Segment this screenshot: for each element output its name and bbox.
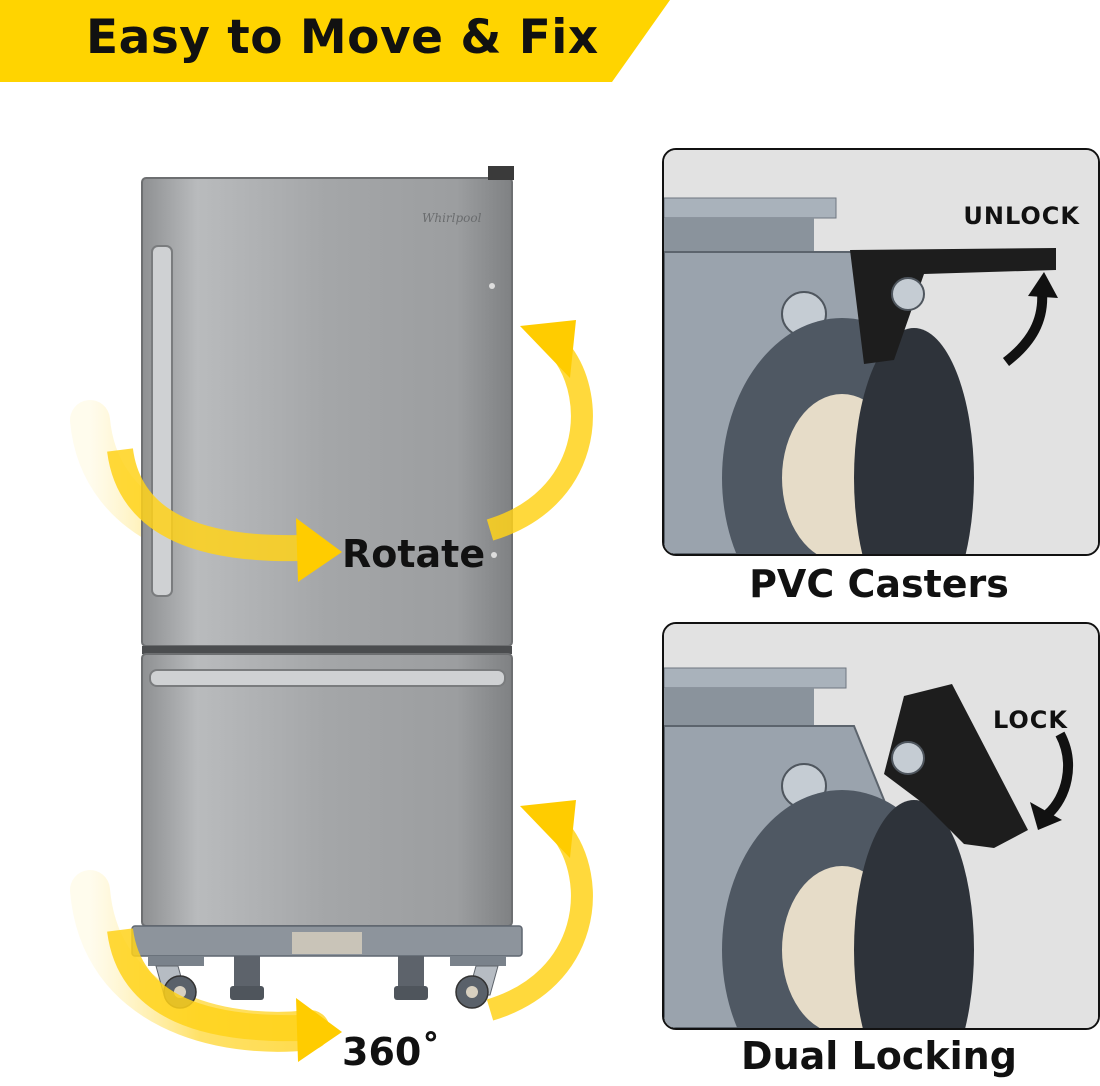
lock-tag: LOCK xyxy=(992,706,1068,734)
caster-lock-image xyxy=(664,624,1098,1028)
banner-shape xyxy=(0,0,670,82)
caption-pvc-casters: PVC Casters xyxy=(749,562,1009,606)
foot-right xyxy=(394,956,428,1000)
unlock-tag: UNLOCK xyxy=(963,202,1080,230)
rotate-arrow-upper xyxy=(107,320,593,582)
fridge-illustration: Whirlpool xyxy=(60,150,620,1080)
banner-title: Easy to Move & Fix xyxy=(86,10,599,65)
brand-logo: Whirlpool xyxy=(422,211,482,225)
caption-dual-locking: Dual Locking xyxy=(741,1034,1017,1078)
degree-label: 360˚ xyxy=(342,1030,441,1074)
caster-right xyxy=(450,956,506,1009)
title-banner: Easy to Move & Fix xyxy=(0,0,680,82)
panel-unlock: UNLOCK xyxy=(662,148,1100,556)
fridge-image: Whirlpool xyxy=(70,166,593,1062)
rotate-arrow-lower xyxy=(107,800,593,1062)
panel-lock: LOCK xyxy=(662,622,1100,1030)
caster-unlock-image xyxy=(664,150,1098,554)
rotate-label: Rotate xyxy=(342,532,486,576)
foot-left xyxy=(230,956,264,1000)
